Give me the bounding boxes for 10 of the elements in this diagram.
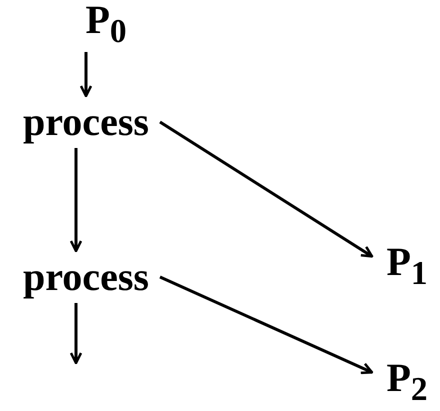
arrow bbox=[70, 148, 82, 252]
arrow bbox=[159, 276, 374, 374]
arrow bbox=[70, 303, 82, 364]
arrow bbox=[80, 52, 92, 98]
arrow bbox=[159, 120, 374, 258]
node-label: P$_{0}$ bbox=[75, 0, 137, 48]
node-label: process bbox=[16, 255, 156, 299]
node-label: process bbox=[16, 100, 156, 144]
node-label: P$_{1}$ bbox=[376, 242, 438, 290]
node-label: P$_{2}$ bbox=[376, 358, 438, 406]
